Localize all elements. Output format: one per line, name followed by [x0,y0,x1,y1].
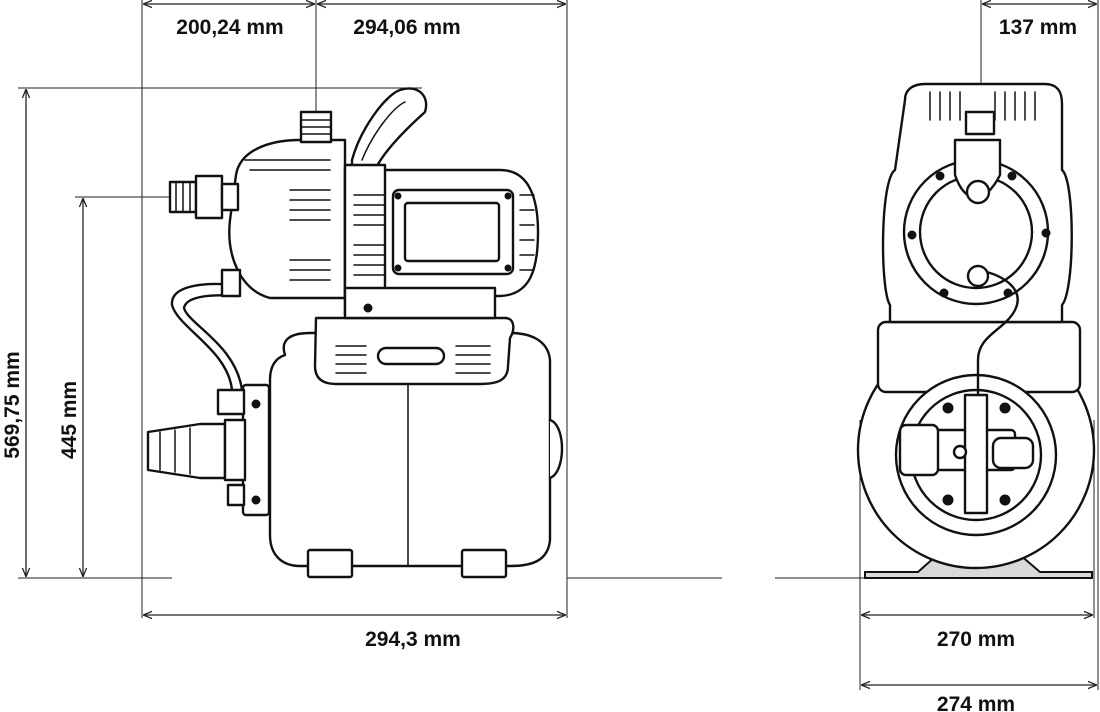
dim-label-294-3: 294,3 mm [365,628,461,651]
tank-foot-right [460,548,508,579]
connecting-hose [170,282,238,392]
dim-label-274: 274 mm [937,693,1015,712]
pump-front-view [146,87,564,579]
carry-handle [350,87,428,180]
dim-label-569-75: 569,75 mm [1,351,24,458]
pressure-tank [268,331,552,568]
dim-label-270: 270 mm [937,628,1015,651]
dim-label-137: 137 mm [999,16,1077,39]
pump-side-view [856,82,1096,579]
tank-foot-left [306,548,354,579]
pump-housing [228,138,347,300]
dim-label-445: 445 mm [58,381,81,459]
front-view-dimensions: 200,24 mm 294,06 mm 569,75 mm 445 mm 294… [1,0,722,651]
dim-label-200-24: 200,24 mm [176,16,283,39]
side-view-dimensions: 137 mm 270 mm 274 mm [775,0,1099,712]
dim-label-294-06: 294,06 mm [353,16,460,39]
